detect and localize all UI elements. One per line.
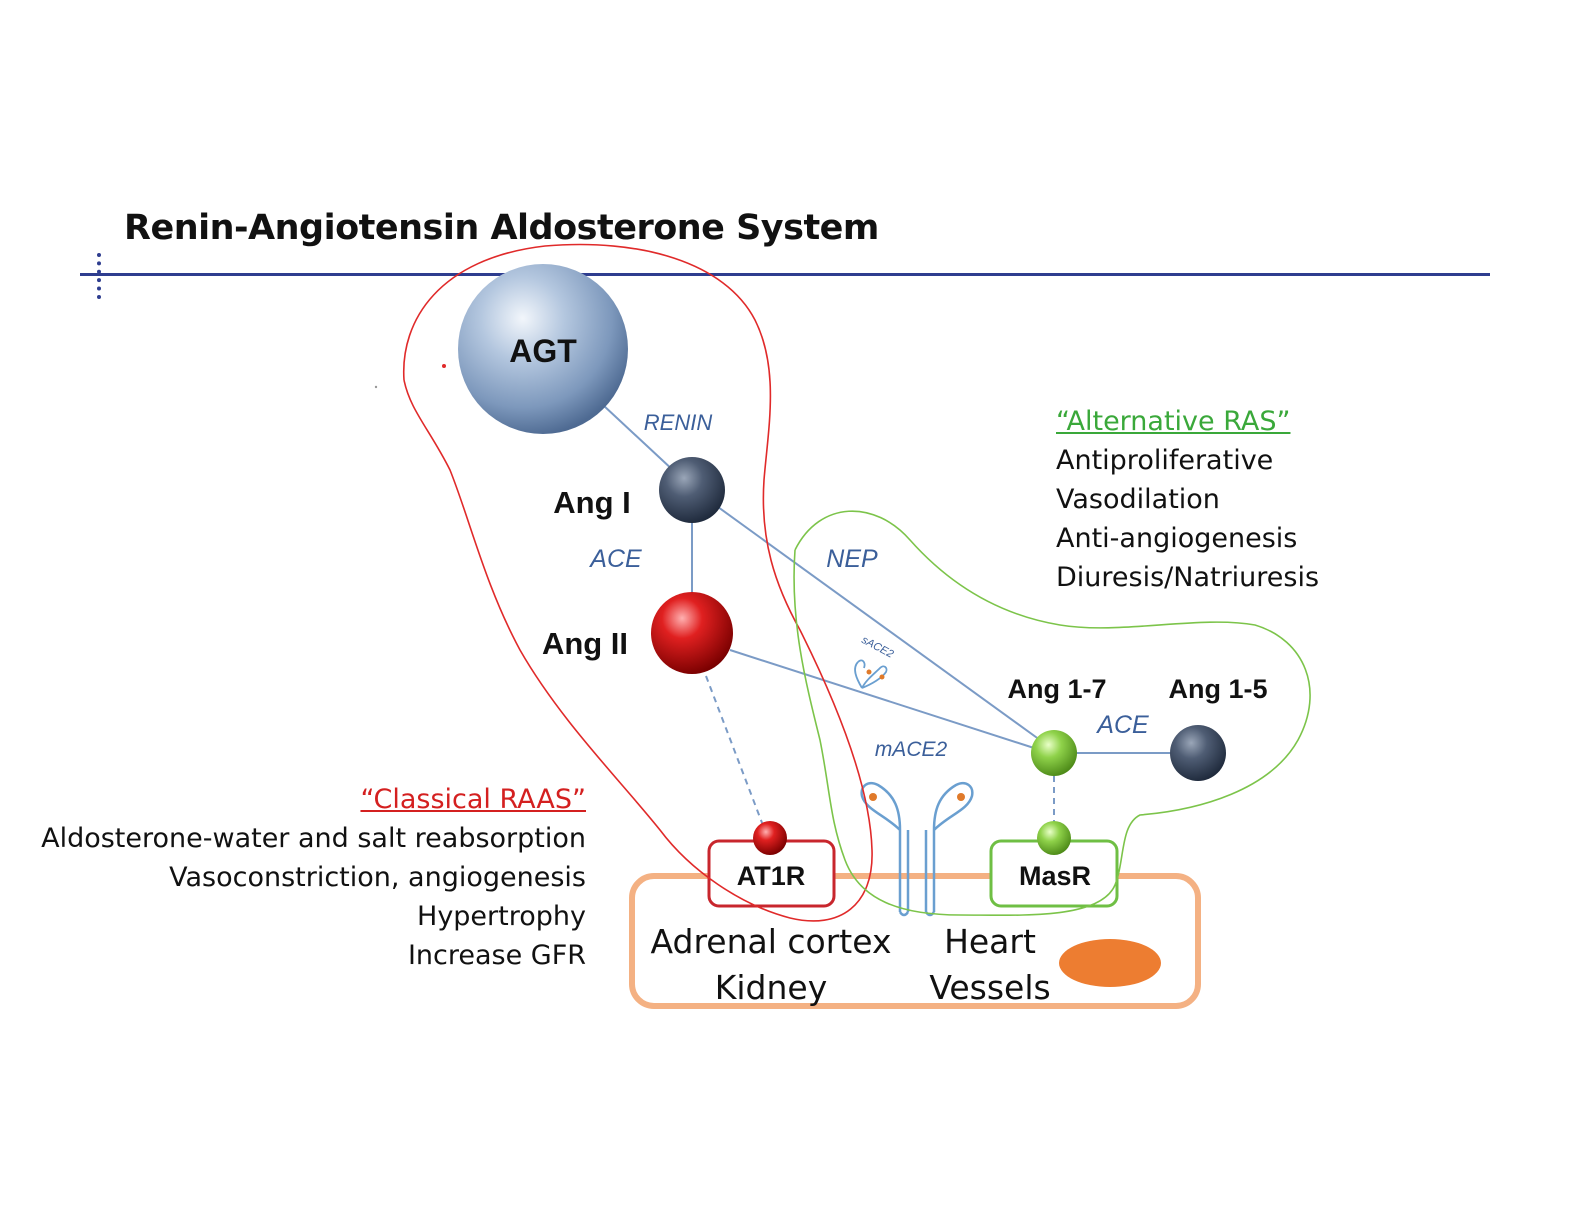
ang2-at1r-link [705, 675, 765, 829]
alternative-effect-item: Anti-angiogenesis [1056, 523, 1298, 554]
masr-ligand-sphere [1037, 821, 1071, 855]
organ-kidney: Kidney [714, 968, 828, 1007]
renin-link [602, 404, 676, 473]
nep-label: NEP [826, 545, 878, 573]
nep-link [717, 506, 1041, 741]
mace2-site-right [957, 793, 965, 801]
alternative-effect-item: Antiproliferative [1056, 445, 1274, 476]
classical-effect-item: Aldosterone-water and salt reabsorption [41, 823, 586, 854]
mace2-label: mACE2 [875, 738, 948, 761]
sace2-label: sACE2 [859, 634, 895, 661]
mace2-site-left [869, 793, 877, 801]
ace-left-label: ACE [588, 545, 642, 573]
ang1-sphere [659, 457, 725, 523]
renin-label: RENIN [644, 410, 713, 435]
sace2-site-a [866, 669, 872, 675]
alternative-effect-item: Vasodilation [1056, 484, 1220, 515]
organ-adrenal-cortex: Adrenal cortex [650, 922, 892, 961]
sace2-site-b [879, 674, 885, 680]
at1r-label: AT1R [737, 861, 806, 891]
title-rule [80, 273, 1490, 276]
slide-title: Renin-Angiotensin Aldosterone System [124, 208, 879, 248]
classical-effect-item: Increase GFR [407, 940, 586, 971]
ang15-label: Ang 1-5 [1168, 674, 1267, 704]
organ-vessels: Vessels [929, 968, 1051, 1007]
at1r-ligand-sphere [753, 821, 787, 855]
classical-effect-item: Vasoconstriction, angiogenesis [169, 862, 586, 893]
organ-heart: Heart [944, 922, 1036, 961]
ang2-sphere [651, 592, 733, 674]
alternative-ras-outline [793, 510, 1311, 917]
alternative-effect-item: Diuresis/Natriuresis [1056, 562, 1320, 593]
sace2-icon [854, 659, 888, 689]
classical-effect-item: Hypertrophy [417, 901, 586, 932]
agt-label: AGT [509, 333, 577, 369]
ang17-label: Ang 1-7 [1007, 674, 1106, 704]
classical-raas-block: “Classical RAAS” Aldosterone-water and s… [41, 780, 586, 975]
classical-raas-outline [402, 243, 873, 922]
mace2-receptor-icon [860, 781, 974, 917]
cell-membrane [629, 873, 1201, 1009]
ang15-sphere [1170, 725, 1226, 781]
pen-dot-grey [374, 385, 378, 389]
masr-label: MasR [1019, 861, 1091, 891]
ang2-label: Ang II [542, 626, 628, 661]
agt-sphere [458, 264, 628, 434]
pen-dot-red [442, 364, 446, 368]
ang17-sphere [1031, 730, 1077, 776]
ang1-label: Ang I [553, 485, 631, 520]
alternative-ras-block: “Alternative RAS” Antiproliferative Vaso… [1056, 402, 1319, 597]
cell-nucleus [1059, 939, 1161, 987]
ace-right-label: ACE [1095, 711, 1149, 739]
ace2-link [729, 649, 1035, 749]
alternative-ras-heading: “Alternative RAS” [1056, 406, 1291, 437]
title-dotted-marker [97, 253, 105, 299]
classical-raas-heading: “Classical RAAS” [360, 784, 586, 815]
